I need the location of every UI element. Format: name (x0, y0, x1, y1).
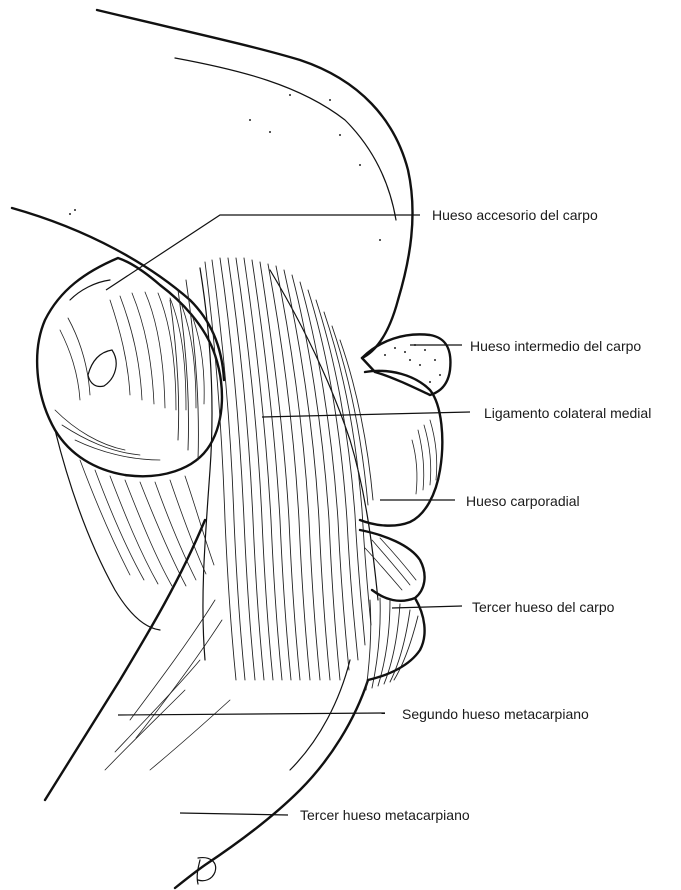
caudal-mass (55, 430, 160, 630)
label-intermediate-carpal: Hueso intermedio del carpo (470, 338, 641, 354)
label-accessory-carpal: Hueso accesorio del carpo (432, 207, 598, 223)
accessory-carpal-detail (88, 350, 116, 387)
second-metacarpal-hatching (105, 600, 230, 770)
label-third-metacarpal: Tercer hueso metacarpiano (300, 807, 470, 823)
ligament-fibers (170, 258, 373, 680)
leader-lines (106, 215, 470, 815)
radial-carpal-hatching (412, 420, 437, 494)
labels: Hueso accesorio del carpo Hueso intermed… (300, 207, 651, 823)
leader-second-metacarpal (118, 713, 385, 715)
radius-outline (97, 10, 413, 358)
label-radial-carpal: Hueso carporadial (466, 493, 580, 509)
third-carpal-fibers (366, 598, 418, 690)
leader-third-carpal (392, 606, 462, 608)
third-metacarpal-outline (175, 680, 368, 888)
leader-third-metacarpal (180, 813, 288, 815)
radius-stipple (69, 94, 381, 241)
third-carpal-hatching (365, 538, 416, 590)
label-medial-collateral-ligament: Ligamento colateral medial (484, 405, 651, 421)
second-metacarpal-outline (45, 520, 205, 800)
label-third-carpal: Tercer hueso del carpo (472, 599, 615, 615)
intermediate-carpal-bone (362, 334, 450, 395)
carpus-illustration (12, 10, 450, 888)
third-carpal-bone (360, 530, 425, 601)
radius-inner-line (175, 58, 396, 220)
artist-signature (197, 858, 215, 884)
label-second-metacarpal: Segundo hueso metacarpiano (402, 706, 589, 722)
caudal-mass-hatching (80, 460, 214, 586)
